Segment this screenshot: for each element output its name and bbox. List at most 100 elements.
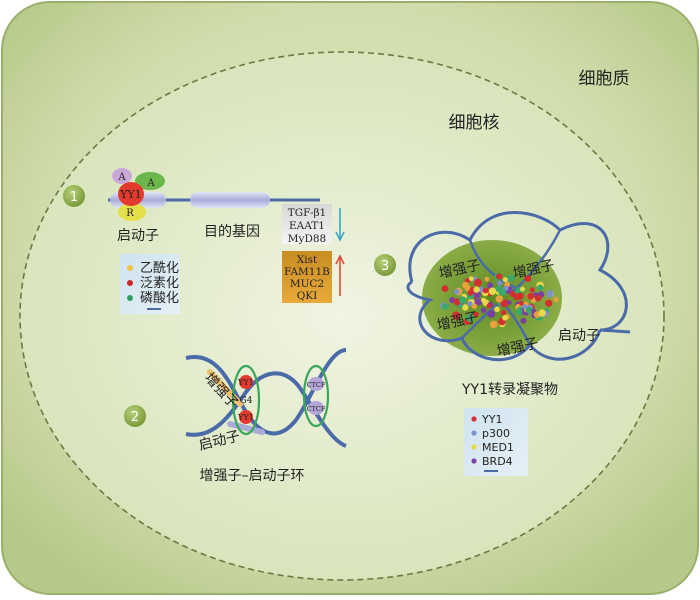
enhancer-segment bbox=[207, 369, 243, 407]
dna-loop-outer bbox=[408, 211, 631, 334]
condensate-particle bbox=[458, 296, 467, 304]
ubiquitination-dot bbox=[127, 280, 133, 286]
up-arrow-head bbox=[335, 254, 345, 265]
yy1-top-protein bbox=[239, 375, 253, 389]
cytoplasm-label: 细胞质 bbox=[579, 69, 630, 89]
condensate-particle bbox=[525, 306, 533, 314]
phospho-group bbox=[118, 203, 146, 221]
condensate-blob bbox=[422, 240, 562, 356]
condensate-particle bbox=[495, 295, 503, 303]
yy1-label: YY1 bbox=[119, 188, 142, 201]
upregulated-genes-box bbox=[282, 251, 332, 303]
condensate-particle bbox=[516, 292, 524, 300]
condensate-particle bbox=[488, 287, 497, 295]
condensate-particle bbox=[515, 308, 523, 316]
acetyl-group-right bbox=[135, 172, 165, 190]
condensate-particle bbox=[537, 284, 544, 291]
legend-p300-dot bbox=[471, 430, 477, 436]
condensate-particle bbox=[527, 292, 535, 300]
condensate-particle bbox=[520, 317, 527, 324]
yy1-protein bbox=[118, 182, 144, 206]
promoter-label-step3: 启动子 bbox=[558, 328, 600, 344]
condensate-particle bbox=[441, 285, 449, 292]
condensate-particle bbox=[452, 311, 461, 320]
ctcf-bottom-label: CTCF bbox=[307, 405, 326, 413]
condensate-label: YY1转录凝聚物 bbox=[461, 382, 558, 398]
condensate-particle bbox=[502, 277, 508, 283]
legend-scale-mark-2 bbox=[484, 470, 498, 472]
condensate-particle bbox=[467, 290, 474, 296]
legend-brd4-label: BRD4 bbox=[482, 455, 513, 468]
legend-yy1-label: YY1 bbox=[481, 413, 502, 426]
step3-badge bbox=[374, 254, 396, 276]
condensate-particle bbox=[473, 291, 481, 299]
target-gene-label: 目的基因 bbox=[204, 223, 260, 240]
condensate-particle bbox=[494, 306, 500, 313]
condensate-particle bbox=[473, 311, 479, 318]
legend-med1-label: MED1 bbox=[482, 441, 514, 454]
condensate-particle bbox=[471, 303, 478, 309]
legend-med1-dot bbox=[471, 444, 477, 450]
condensate-particle bbox=[487, 310, 496, 318]
dna-loop-core bbox=[461, 229, 562, 346]
nucleus-label: 细胞核 bbox=[449, 113, 500, 133]
condensate-particle bbox=[454, 289, 460, 295]
condensate-particles bbox=[440, 273, 559, 329]
down-gene-2: EAAT1 bbox=[289, 220, 325, 232]
yy1-loop-anchor bbox=[231, 364, 261, 436]
r-label: R bbox=[126, 208, 134, 219]
down-gene-1: TGF-β1 bbox=[288, 207, 327, 219]
condensate-particle bbox=[486, 303, 492, 309]
down-arrow-head bbox=[335, 231, 345, 242]
condensate-particle bbox=[520, 286, 525, 292]
acetyl-label-right: A bbox=[146, 178, 155, 189]
target-gene-block bbox=[190, 192, 270, 208]
condensate-particle bbox=[498, 288, 506, 296]
phosphorylation-dot bbox=[127, 295, 133, 301]
step1-panel: 1 A A R YY1 启动子 目的基因 乙酰化 泛素化 磷酸化 TGF-β1 … bbox=[63, 168, 345, 314]
condensate-particle bbox=[546, 290, 554, 298]
ctcf-bottom-protein bbox=[308, 401, 324, 415]
condensate-particle bbox=[506, 300, 512, 305]
step2-number: 2 bbox=[131, 410, 139, 425]
condensate-particle bbox=[468, 276, 474, 281]
up-gene-4: QKI bbox=[297, 290, 318, 302]
legend-yy1-dot bbox=[471, 416, 477, 422]
condensate-particle bbox=[500, 300, 508, 308]
acetyl-group-left bbox=[112, 168, 132, 184]
nucleus-region bbox=[19, 51, 665, 581]
ep-loop-label: 增强子–启动子环 bbox=[200, 468, 305, 484]
condensate-particle bbox=[500, 309, 507, 316]
promoter-label: 启动子 bbox=[117, 228, 159, 244]
condensate-particle bbox=[519, 300, 524, 306]
legend-p300-label: p300 bbox=[482, 427, 510, 440]
dna-strand-upper bbox=[185, 348, 347, 436]
acetyl-label-left: A bbox=[117, 172, 126, 183]
step3-number: 3 bbox=[381, 259, 389, 274]
condensate-particle bbox=[467, 301, 473, 307]
condensate-particle bbox=[489, 320, 498, 329]
condensate-particle bbox=[465, 313, 474, 322]
g4-label: G4 bbox=[240, 396, 253, 406]
yy1-bottom-protein bbox=[239, 410, 253, 424]
condensate-particle bbox=[473, 286, 480, 293]
phosphorylation-label: 磷酸化 bbox=[140, 291, 179, 306]
condensate-particle bbox=[473, 278, 482, 287]
ctcf-top-label: CTCF bbox=[307, 381, 326, 389]
up-gene-3: MUC2 bbox=[290, 278, 324, 290]
up-gene-2: FAM11B bbox=[284, 266, 330, 278]
condensate-particle bbox=[441, 304, 447, 309]
legend-scale-mark bbox=[147, 308, 161, 310]
condensate-particle bbox=[497, 280, 503, 286]
condensate-particle bbox=[534, 294, 542, 302]
legend-brd4-dot bbox=[471, 458, 477, 464]
yy1-bottom-label: YY1 bbox=[237, 413, 254, 422]
condensate-particle bbox=[462, 281, 470, 289]
dna-loop-inner bbox=[406, 280, 602, 362]
condensate-particle bbox=[462, 304, 469, 311]
down-gene-3: MyD88 bbox=[288, 233, 326, 245]
condensate-particle bbox=[484, 276, 490, 282]
acetylation-label: 乙酰化 bbox=[140, 261, 179, 276]
condensate-particle bbox=[482, 287, 489, 294]
